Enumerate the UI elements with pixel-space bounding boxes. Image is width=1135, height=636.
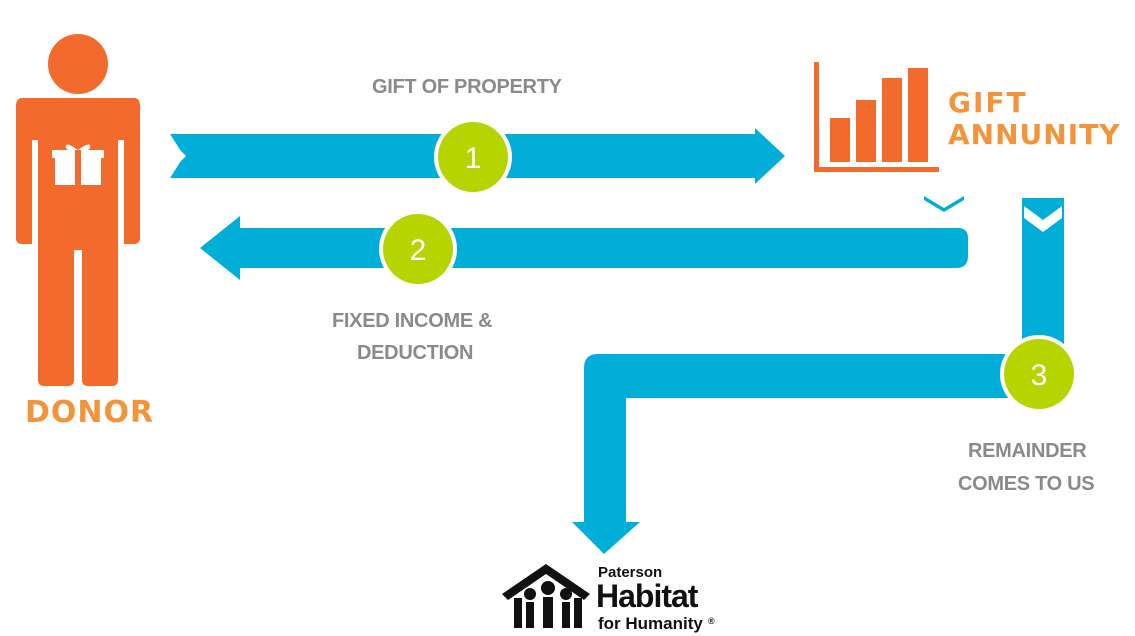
logo-habitat: Habitat <box>596 578 698 614</box>
chevron-icon <box>1024 206 1062 232</box>
gift-box-icon <box>52 144 104 185</box>
remainder-label-line2: COMES TO US <box>958 473 1095 495</box>
step-1-badge: 1 <box>434 118 512 196</box>
fixed-income-label-line2: DEDUCTION <box>357 342 474 364</box>
remainder-label-line1: REMAINDER <box>968 440 1087 462</box>
arrow-fixed-income <box>200 216 968 280</box>
step-2-number: 2 <box>410 234 427 267</box>
gift-annuity-label-line1: GIFT <box>948 86 1028 119</box>
chevron-icon <box>170 150 186 162</box>
donor-person-icon <box>16 34 140 386</box>
step-2-badge: 2 <box>379 210 457 288</box>
step-3-badge: 3 <box>1000 335 1078 413</box>
gift-annuity-label-line2: ANNUNITY <box>948 118 1121 151</box>
donor-label: DONOR <box>25 395 155 430</box>
arrow-remainder <box>572 198 1064 554</box>
bar-chart-icon <box>814 62 939 172</box>
logo-registered-mark: ® <box>708 616 715 626</box>
chevron-icon <box>924 196 964 212</box>
gift-of-property-label: GIFT OF PROPERTY <box>372 76 562 98</box>
step-1-number: 1 <box>465 142 482 175</box>
step-3-number: 3 <box>1031 359 1048 392</box>
logo-for-humanity: for Humanity <box>598 614 703 633</box>
fixed-income-label-line1: FIXED INCOME & <box>332 310 493 332</box>
habitat-logo-icon <box>502 564 590 628</box>
logo-paterson: Paterson <box>598 564 663 581</box>
